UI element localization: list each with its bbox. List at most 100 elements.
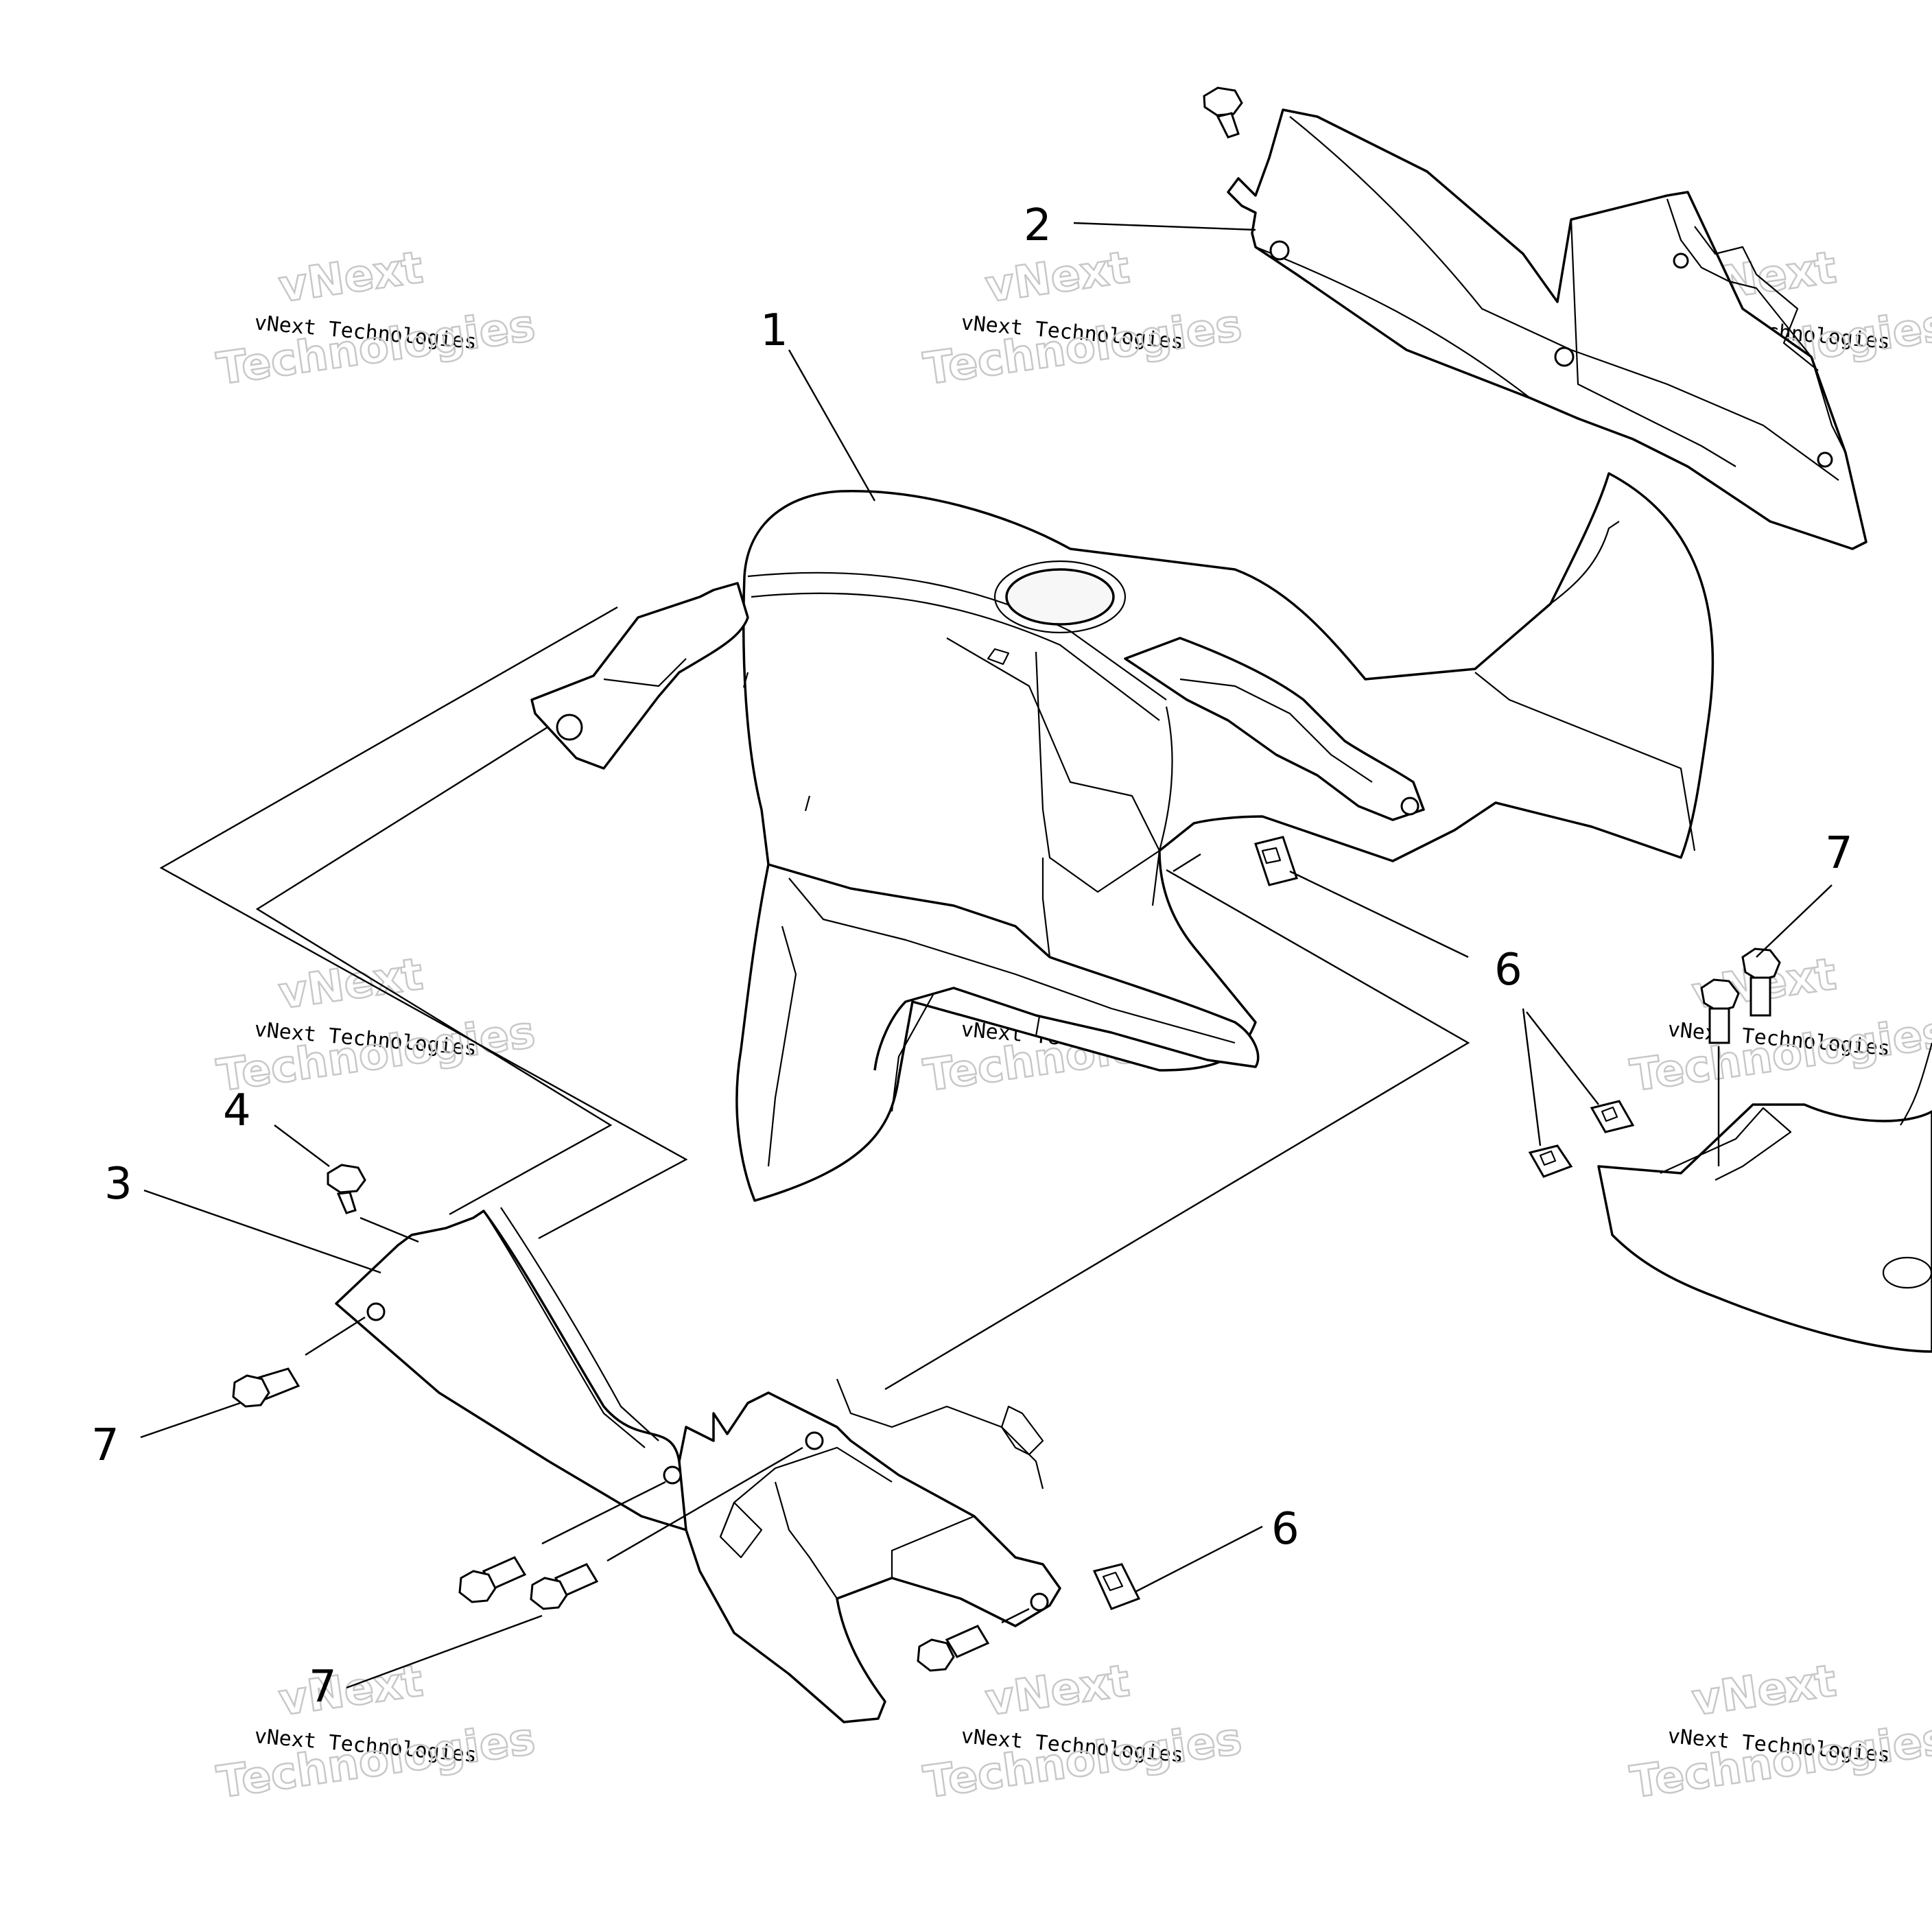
part-2-body xyxy=(1227,108,1868,550)
part-1-lower-wing-fold xyxy=(788,877,1236,1044)
leader-6-bottom xyxy=(1135,1525,1263,1593)
watermark-top-word: vNext xyxy=(982,242,1133,313)
bolt-head xyxy=(1741,947,1781,982)
callout-6-lower: 6 xyxy=(1271,1504,1299,1555)
assembly-outline-outer xyxy=(159,606,688,1240)
lower-panel-fold-3 xyxy=(891,1515,975,1578)
screw-head xyxy=(1203,86,1243,117)
part-1-bracket-fold xyxy=(603,658,687,687)
watermark-9: vNext vNext Technologies Technologies xyxy=(1627,1655,1932,1809)
assembly-outline-inner xyxy=(255,712,613,1216)
callout-3: 3 xyxy=(104,1159,132,1210)
right-partial-body xyxy=(1597,1103,1932,1353)
bolt-guide-bottom-a xyxy=(541,1481,666,1545)
lower-panel-hole-1 xyxy=(805,1431,824,1450)
part-3-body xyxy=(335,1210,715,1531)
bolt-7-left xyxy=(232,1367,301,1408)
lower-panel-fold-2 xyxy=(774,1481,838,1599)
bolt-7-bottom-a xyxy=(458,1556,527,1603)
part-1-right-tab-hole xyxy=(1400,797,1419,816)
callout-4: 4 xyxy=(223,1085,251,1136)
part-1-side-line xyxy=(1035,651,1160,893)
leader-7-right xyxy=(1756,884,1833,958)
bolt-7-right-a xyxy=(1700,978,1740,1044)
lower-panel-top-flap xyxy=(836,1378,1044,1489)
callout-2: 2 xyxy=(1024,200,1052,251)
clip-tab xyxy=(1102,1571,1124,1592)
part-2-hole-3 xyxy=(1673,252,1689,269)
clip-tab xyxy=(1261,847,1282,864)
callout-labels: 1 2 3 4 6 6 7 7 7 xyxy=(91,200,1853,1712)
part-2-hole-1 xyxy=(1269,240,1290,261)
screw-guide-4 xyxy=(360,1216,419,1243)
bolt-shank xyxy=(1750,976,1771,1017)
watermark-7: vNext vNext Technologies Technologies xyxy=(213,1655,539,1809)
leader-3 xyxy=(143,1189,381,1274)
watermark-top-word: vNext xyxy=(1689,1656,1839,1726)
bolt-7-bottom-c xyxy=(917,1625,990,1672)
leader-6-right-a xyxy=(1522,1008,1542,1146)
lower-center-panel xyxy=(663,1378,1061,1723)
lower-panel-body xyxy=(678,1391,1061,1723)
part-1-front-cover xyxy=(530,472,1715,1202)
bolt-head xyxy=(917,1638,955,1672)
right-partial-bracket xyxy=(1660,1107,1792,1181)
right-partial-opening xyxy=(1882,1256,1932,1289)
watermark-6: vNext vNext Technologies Technologies xyxy=(1627,948,1932,1103)
leader-1 xyxy=(788,349,876,502)
bolt-head xyxy=(458,1570,497,1603)
lower-panel-hole-3 xyxy=(1030,1592,1049,1612)
right-partial-curve xyxy=(1900,1042,1932,1126)
watermark-top-word: vNext xyxy=(982,1656,1133,1726)
clip-6-right-a xyxy=(1528,1144,1573,1178)
part-1-hood-line-3 xyxy=(946,637,1160,851)
clip-tab xyxy=(1601,1106,1618,1122)
bolt-guide-left xyxy=(305,1316,366,1356)
part-1-right-wing-edge xyxy=(1550,521,1620,604)
part-1-bracket-hole xyxy=(556,714,583,741)
bolt-head xyxy=(530,1577,568,1610)
watermark-2: vNext vNext Technologies Technologies xyxy=(920,242,1246,396)
leader-7-left xyxy=(140,1402,241,1439)
watermark-4: vNext vNext Technologies Technologies xyxy=(213,948,539,1103)
bolt-guide-bottom-b xyxy=(606,1446,803,1562)
lower-panel-clip xyxy=(1000,1405,1044,1456)
watermark-1: vNext vNext Technologies Technologies xyxy=(213,242,539,396)
part-2-hole-2 xyxy=(1554,346,1575,367)
leader-7-bottom xyxy=(346,1614,543,1689)
part-3-hole xyxy=(366,1302,386,1321)
part-3-edge-strip-2 xyxy=(500,1207,659,1441)
part-1-gauge-opening xyxy=(1005,568,1115,626)
bolt-head xyxy=(1700,978,1740,1013)
leader-6-right-b xyxy=(1526,1011,1599,1105)
watermark-top-word: vNext xyxy=(276,949,426,1020)
leader-6-top xyxy=(1289,870,1469,958)
part-1-right-wing-inner xyxy=(1474,672,1696,851)
lower-panel-hole-2 xyxy=(663,1465,682,1485)
leader-4 xyxy=(274,1124,330,1167)
clip-6-bottom xyxy=(1092,1563,1141,1610)
part-1-saddle-inner xyxy=(1179,678,1373,783)
part-1-small-tab-1 xyxy=(987,648,1010,665)
screw-shank xyxy=(336,1191,357,1214)
callout-7-right: 7 xyxy=(1825,828,1853,879)
screw-4 xyxy=(327,1164,366,1214)
part-1-gauge-rim xyxy=(993,560,1127,634)
screw-shank xyxy=(1216,112,1240,139)
assembly-lines xyxy=(159,606,1470,1391)
part-1-hood-line-2 xyxy=(751,592,1160,721)
part-1-lower-wing-inner xyxy=(767,926,797,1167)
clip-tab xyxy=(1539,1150,1557,1166)
part-1-left-bracket xyxy=(530,582,749,770)
clip-body xyxy=(1092,1563,1141,1610)
part-1-lower-wing xyxy=(768,863,1260,1071)
watermark-top-word: vNext xyxy=(276,242,426,313)
clip-body xyxy=(1590,1100,1635,1133)
callout-1: 1 xyxy=(760,305,788,356)
callout-7-bottom: 7 xyxy=(309,1662,337,1712)
part-2-crease-1 xyxy=(1289,116,1839,481)
leader-2 xyxy=(1073,222,1256,231)
part-1-body xyxy=(735,472,1715,1202)
part-3-edge-strip xyxy=(483,1210,646,1448)
